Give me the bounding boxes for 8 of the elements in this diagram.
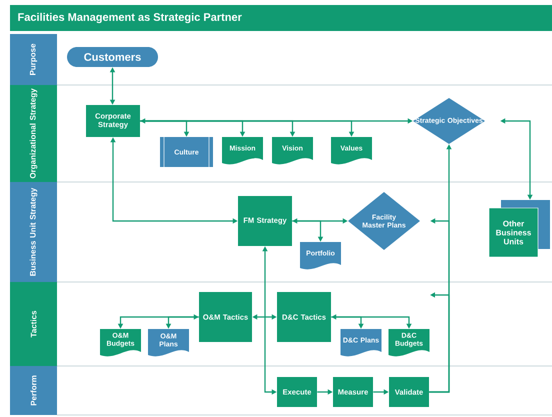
title-bar: Facilities Management as Strategic Partner (10, 5, 552, 31)
stacked-box: Other Business Units (488, 200, 550, 258)
lane-header: Organizational Strategy (10, 85, 57, 182)
lane-header: Purpose (10, 34, 57, 85)
lane-header: Tactics (10, 282, 57, 366)
terminator-pill: Customers (67, 47, 158, 67)
lane-header: Perform (10, 366, 57, 415)
lane-header: Business Unit Strategy (10, 182, 57, 282)
